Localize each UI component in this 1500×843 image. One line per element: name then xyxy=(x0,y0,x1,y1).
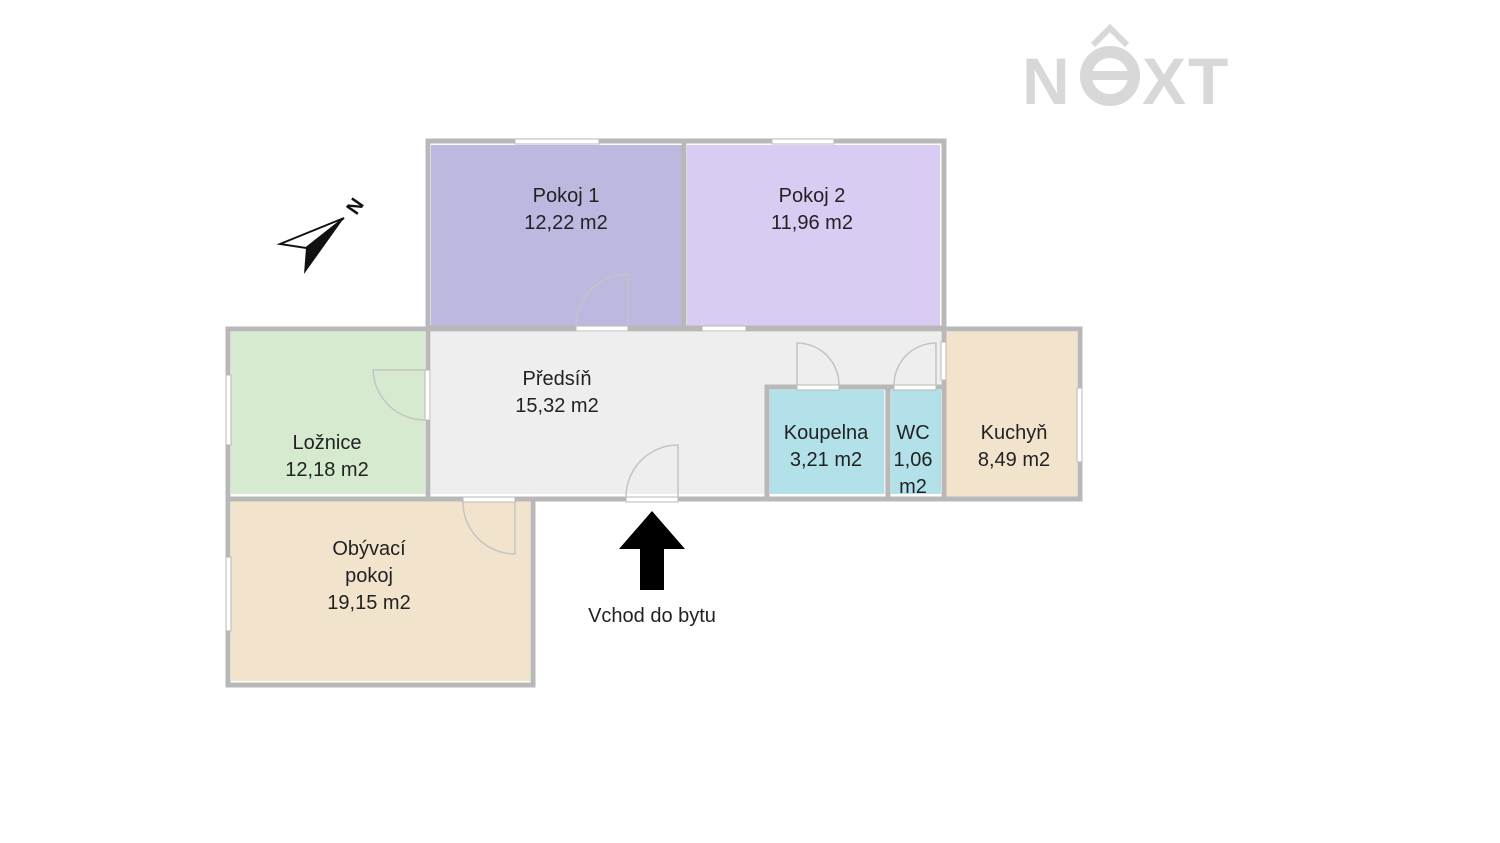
loznice-area: 12,18 m2 xyxy=(285,459,368,481)
room-pokoj1 xyxy=(431,145,682,326)
pokoj2-area: 11,96 m2 xyxy=(771,212,853,234)
room-pokoj2 xyxy=(687,145,940,326)
obyvaci-name-line1: Obývací xyxy=(332,538,406,560)
next-logo: N XT xyxy=(1022,23,1230,118)
room-labels: Pokoj 1 12,22 m2 Pokoj 2 11,96 m2 Předsí… xyxy=(285,185,1050,614)
room-obyvaci xyxy=(231,501,530,681)
obyvaci-area: 19,15 m2 xyxy=(327,592,410,614)
wc-area-line1: 1,06 xyxy=(894,449,933,471)
logo-e-icon xyxy=(1080,23,1140,106)
predsin-area: 15,32 m2 xyxy=(515,395,598,417)
windows xyxy=(225,138,1083,632)
door-openings xyxy=(424,325,947,503)
koupelna-name: Koupelna xyxy=(784,422,869,444)
obyvaci-name-line2: pokoj xyxy=(345,565,393,587)
room-kuchyn xyxy=(946,332,1077,498)
compass-icon: N xyxy=(276,194,369,274)
entrance-label: Vchod do bytu xyxy=(588,605,716,627)
pokoj1-name: Pokoj 1 xyxy=(533,185,600,207)
room-koupelna xyxy=(770,390,884,494)
compass-north-label: N xyxy=(342,194,368,218)
pokoj1-area: 12,22 m2 xyxy=(524,212,607,234)
logo-text: N xyxy=(1022,44,1072,118)
wc-area-line2: m2 xyxy=(899,476,927,498)
entrance-arrow-icon xyxy=(619,511,685,590)
room-wc xyxy=(891,390,941,494)
door-swings xyxy=(372,273,937,555)
loznice-name: Ložnice xyxy=(293,432,362,454)
kuchyn-area: 8,49 m2 xyxy=(978,449,1050,471)
room-loznice xyxy=(231,332,425,494)
logo-text-xt: XT xyxy=(1142,44,1230,118)
pokoj2-name: Pokoj 2 xyxy=(779,185,846,207)
kuchyn-name: Kuchyň xyxy=(981,422,1048,444)
koupelna-area: 3,21 m2 xyxy=(790,449,862,471)
predsin-name: Předsíň xyxy=(523,368,592,390)
wc-name: WC xyxy=(896,422,929,444)
